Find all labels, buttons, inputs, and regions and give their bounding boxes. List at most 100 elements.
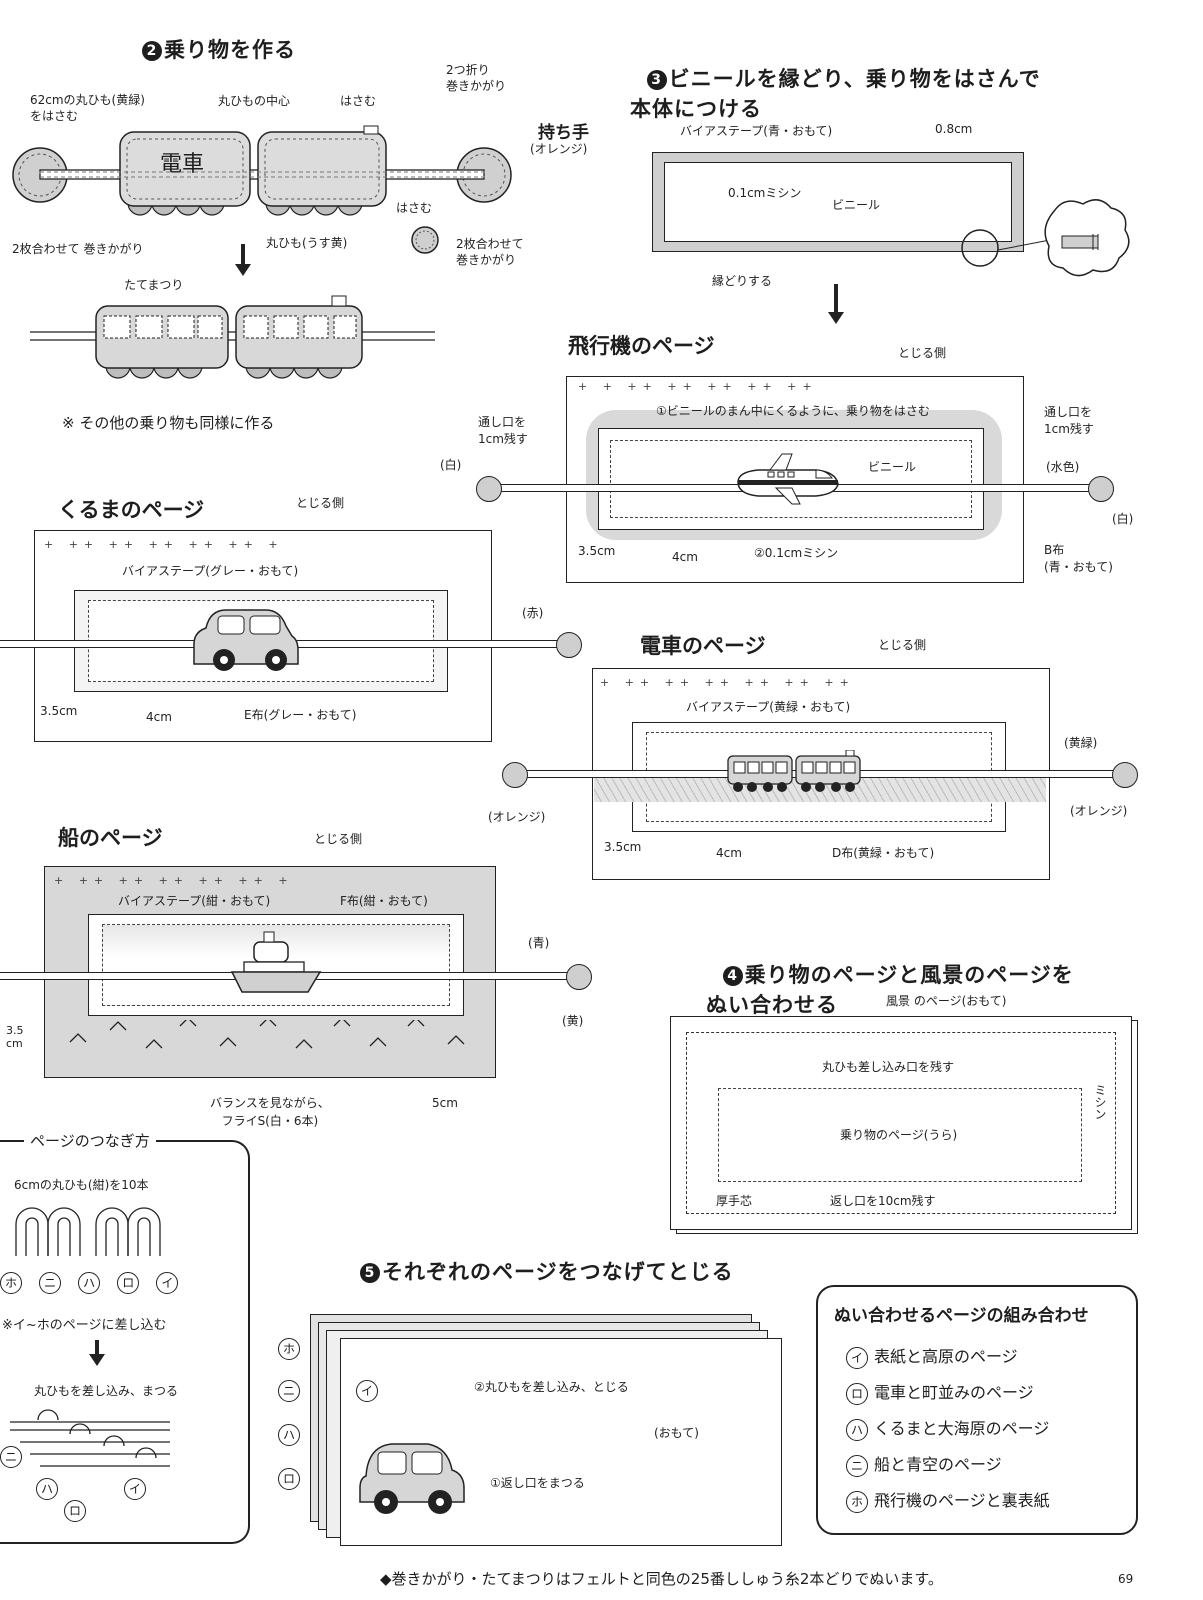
step5-close-return-label: ①返し口をまつる xyxy=(490,1476,585,1490)
step5-mark-ho: ホ xyxy=(278,1338,306,1360)
plane-closed-side: とじる側 xyxy=(898,346,947,360)
ship-dim1: 3.5 cm xyxy=(6,1024,24,1050)
detail-bubble-illustration xyxy=(961,199,1130,277)
step2-number: 2 xyxy=(142,41,162,61)
join-pages-illustration xyxy=(10,1409,170,1467)
plane-fabric-label: B布 (青・おもて) xyxy=(1044,543,1113,574)
train-page-title: 電車のページ xyxy=(640,634,766,658)
combinations-title: ぬい合わせるページの組み合わせ xyxy=(834,1306,1089,1326)
join-insert-note: ※イ~ホのページに差し込む xyxy=(2,1318,167,1333)
car-bias-label: バイアステープ(グレー・おもて) xyxy=(122,564,299,578)
step5-page-1 xyxy=(340,1338,782,1546)
step5-car-icon xyxy=(359,1443,465,1514)
step5-insert-label: ②丸ひもを差し込み、とじる xyxy=(474,1380,629,1394)
train-yellowgreen-label: (黄緑) xyxy=(1064,736,1098,750)
step4-machine-stitch xyxy=(686,1032,1116,1214)
step5-mark-ni: ニ xyxy=(278,1380,306,1402)
footer-note: ◆巻きかがり・たてまつりはフェルトと同色の25番ししゅう糸2本どりでぬいます。 xyxy=(380,1570,943,1588)
train-finished-illustration xyxy=(30,295,435,379)
car-dim1: 3.5cm xyxy=(40,704,78,718)
join-arrow-head xyxy=(89,1354,105,1366)
train-icon xyxy=(727,750,861,792)
plane-ball-left xyxy=(476,476,502,502)
plane-vinyl-label: ビニール xyxy=(868,460,917,474)
step4-page-stack-front xyxy=(670,1016,1132,1230)
join-rope-loops xyxy=(15,1207,161,1256)
train-closed-side: とじる側 xyxy=(878,638,927,652)
plane-dim2: 4cm xyxy=(672,550,698,564)
step5-omote-label: (おもて) xyxy=(654,1426,699,1440)
car-closed-side: とじる側 xyxy=(296,496,345,510)
plane-stitch-marks: + + ++ ++ ++ ++ ++ xyxy=(578,380,818,393)
hasamu-label-1: はさむ xyxy=(340,94,377,108)
ship-closed-side: とじる側 xyxy=(314,832,363,846)
plane-window-inner xyxy=(610,440,972,518)
ship-fabric-label: F布(紺・おもて) xyxy=(340,894,428,908)
tatematsuri-label: たてまつり xyxy=(124,278,184,292)
train-dim2: 4cm xyxy=(716,846,742,860)
train-orange-left: (オレンジ) xyxy=(488,810,546,824)
step5-mark-e: イ xyxy=(356,1380,384,1402)
join-rope-label: 6cmの丸ひも(紺)を10本 xyxy=(14,1178,149,1192)
join-bottom-mark-ro: ロ xyxy=(64,1500,92,1522)
handle-title: 持ち手 xyxy=(538,123,589,143)
rope-note-label: 62cmの丸ひも(黄緑) をはさむ xyxy=(30,93,145,123)
car-red-label: (赤) xyxy=(522,606,544,620)
plane-opening-right: 通し口を 1cm残す xyxy=(1044,405,1094,436)
plane-page-title: 飛行機のページ xyxy=(568,334,715,358)
page-number: 69 xyxy=(1118,1572,1134,1586)
train-ball-left xyxy=(502,762,528,788)
ship-ball-right xyxy=(566,964,592,990)
step5-mark-ro: ロ xyxy=(278,1468,306,1490)
step3-number: 3 xyxy=(646,70,667,90)
center-label: 丸ひもの中心 xyxy=(218,94,291,108)
join-marks-row: ホ ニ ハ ロ イ xyxy=(0,1272,184,1294)
car-dim2: 4cm xyxy=(146,710,172,724)
step3-arrow-stem xyxy=(834,284,838,314)
plane-light-blue: (水色) xyxy=(1046,460,1080,474)
ship-blue-label: (青) xyxy=(528,936,550,950)
plane-white-right: (白) xyxy=(1112,512,1134,526)
ship-bias-label: バイアステープ(紺・おもて) xyxy=(118,894,271,908)
two-layers-right-label: 2枚合わせて 巻きかがり xyxy=(456,237,524,267)
step4-core-label: 厚手芯 xyxy=(716,1194,753,1208)
combinations-panel: ぬい合わせるページの組み合わせ イ表紙と高原のページ ロ電車と町並みのページ ハ… xyxy=(816,1285,1138,1535)
other-vehicles-note: ※ その他の乗り物も同様に作る xyxy=(62,414,275,432)
step3-stitch-label: 0.1cmミシン xyxy=(728,186,802,200)
step3-width-label: 0.8cm xyxy=(935,122,973,136)
airplane-icon xyxy=(737,453,839,505)
car-fabric-label: E布(グレー・おもて) xyxy=(244,708,357,722)
boat-icon xyxy=(230,931,322,993)
join-arrow-stem xyxy=(95,1340,99,1356)
train-bias-label: バイアステープ(黄緑・おもて) xyxy=(686,700,851,714)
combination-item: ハくるまと大海原のページ xyxy=(846,1415,1049,1441)
step3-vinyl-label: ビニール xyxy=(832,198,881,212)
train-stitch-marks: + ++ ++ ++ ++ ++ ++ xyxy=(600,676,855,689)
step3-arrow-head xyxy=(828,312,844,324)
train-dim1: 3.5cm xyxy=(604,840,642,854)
step2-arrow-head xyxy=(235,264,251,276)
step5-number: 5 xyxy=(360,1263,380,1283)
step4-rope-slot-label: 丸ひも差し込み口を残す xyxy=(822,1060,955,1074)
ship-fry-label: バランスを見ながら、 フライS(白・6本) xyxy=(210,1096,330,1128)
train-fabric-label: D布(黄緑・おもて) xyxy=(832,846,935,860)
rope-light-label: 丸ひも(うす黄) xyxy=(266,236,348,250)
step4-vehicle-page-label: 乗り物のページ(うら) xyxy=(840,1128,958,1142)
step4-number: 4 xyxy=(722,966,743,986)
plane-step1-label: ①ビニールのまん中にくるように、乗り物をはさむ xyxy=(656,404,930,418)
train-vehicle-illustration xyxy=(12,125,512,254)
step4-vehicle-page xyxy=(718,1088,1082,1182)
step3-bias-label: バイアステープ(青・おもて) xyxy=(680,124,833,138)
join-bottom-mark-ha: ハ xyxy=(36,1478,64,1500)
combination-item: ニ船と青空のページ xyxy=(846,1451,1002,1477)
car-ball-right xyxy=(556,632,582,658)
ship-dim2: 5cm xyxy=(432,1096,458,1110)
train-text-on-vehicle: 電車 xyxy=(160,152,205,177)
ship-page-title: 船のページ xyxy=(58,826,163,850)
fold-label: 2つ折り 巻きかがり xyxy=(446,63,507,93)
join-sew-note: 丸ひもを差し込み、まつる xyxy=(34,1384,179,1398)
ship-stitch-marks: + ++ ++ ++ ++ ++ + xyxy=(54,874,294,887)
plane-ball-right xyxy=(1088,476,1114,502)
